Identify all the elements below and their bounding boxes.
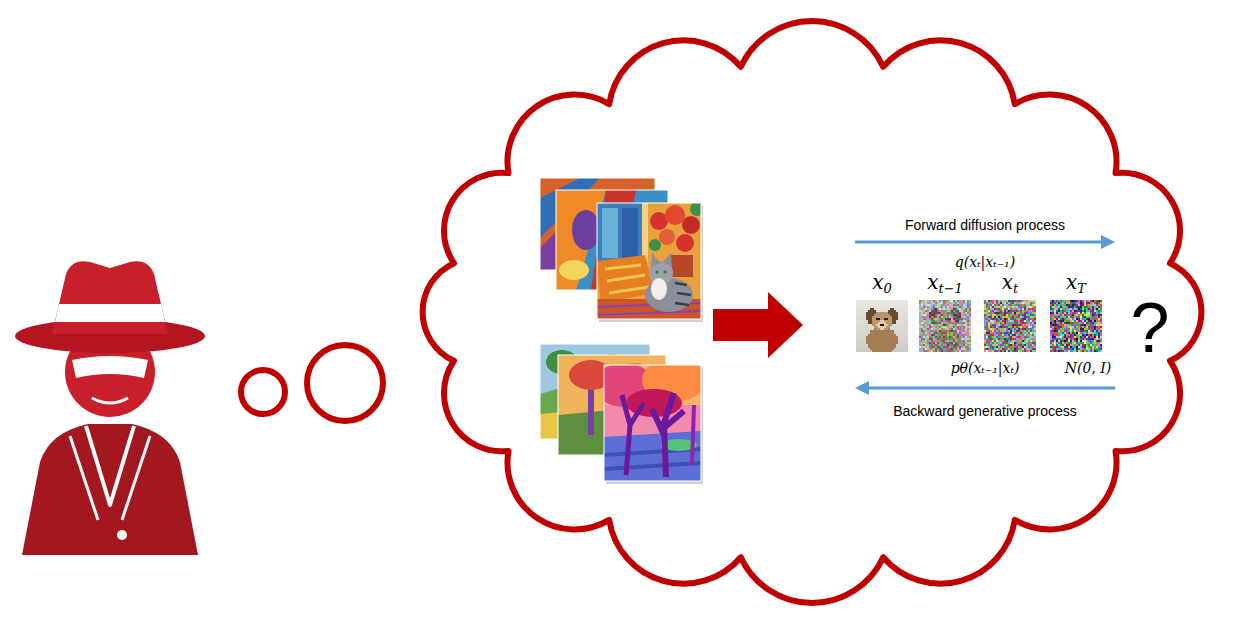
noise-image [1050, 300, 1102, 352]
process-label: Backward generative process [893, 404, 1077, 419]
formula-label: N(0, I) [1065, 361, 1112, 376]
process-arrow [855, 235, 1115, 249]
noise-image [984, 300, 1036, 352]
thought-bubble [241, 370, 285, 414]
noise-image [856, 300, 908, 352]
thought-cloud [423, 21, 1202, 603]
painting-stack [540, 178, 704, 322]
step-label: xt−1 [927, 271, 963, 296]
diffusion-step-image: xt [984, 300, 1036, 352]
thought-cloud [423, 21, 1202, 603]
noise-image [919, 300, 971, 352]
diffusion-step-image: x0 [856, 300, 908, 352]
hacker-icon [15, 261, 205, 555]
formula-label: pθ(xₜ₋₁|xₜ) [951, 361, 1020, 376]
process-label: Forward diffusion process [905, 218, 1065, 233]
formula-label: q(xₜ|xₜ₋₁) [955, 255, 1015, 270]
block-arrow [713, 292, 803, 358]
process-arrow [855, 381, 1115, 395]
diffusion-step-image: xT [1050, 300, 1102, 352]
step-label: x0 [872, 271, 892, 296]
painting-stack [540, 344, 706, 484]
thought-bubble [307, 345, 383, 421]
question-mark: ? [1131, 290, 1170, 367]
step-label: xT [1066, 271, 1086, 296]
step-label: xt [1002, 271, 1019, 296]
diffusion-step-image: xt−1 [919, 300, 971, 352]
